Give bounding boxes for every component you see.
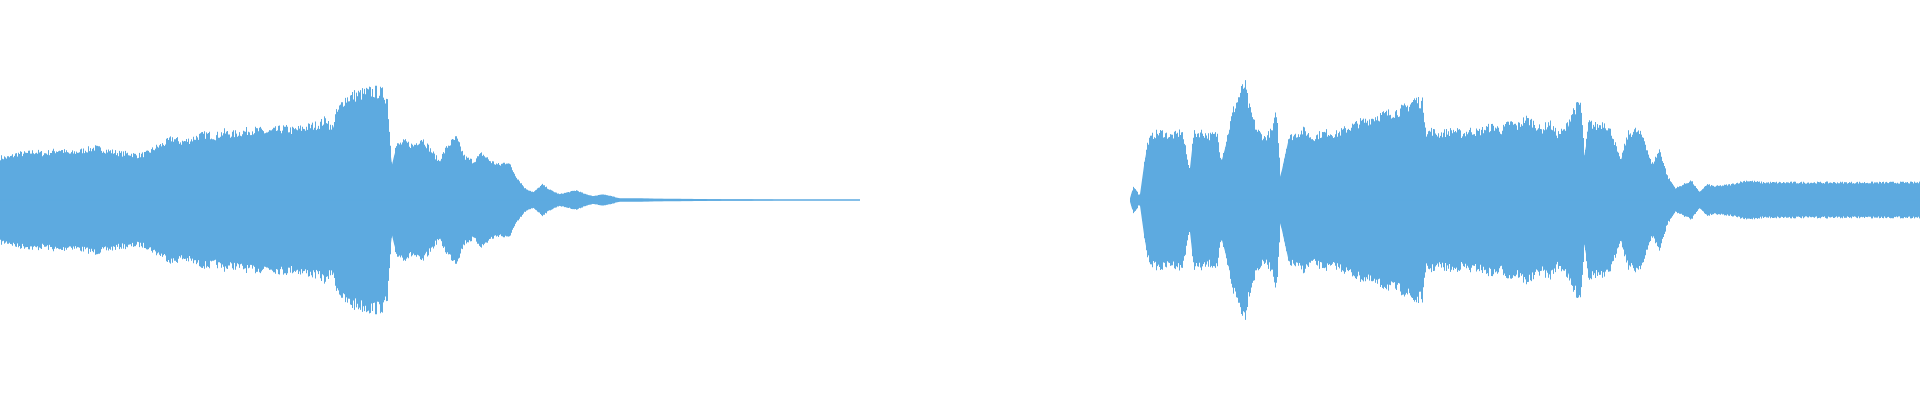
waveform-graphic [0, 80, 1920, 320]
audio-waveform-view [0, 80, 1920, 320]
